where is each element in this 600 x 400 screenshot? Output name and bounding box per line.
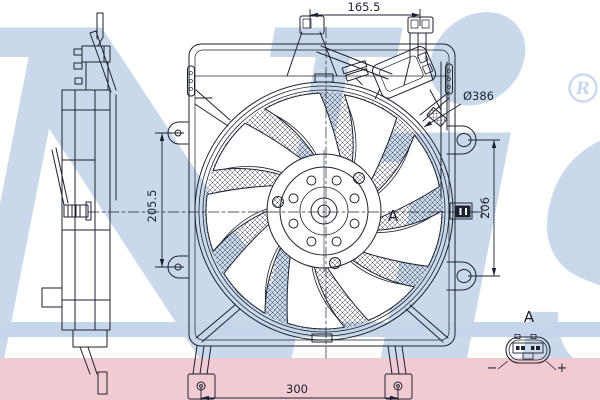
mount-block-left	[299, 15, 325, 35]
mounting-feet	[187, 345, 413, 400]
ring-clip-top	[314, 73, 334, 83]
dimension-top-width-value: 165.5	[348, 0, 381, 14]
registered-r-glyph: R	[575, 79, 590, 99]
top-mounts	[286, 15, 448, 199]
dimension-layer: 165.5 205.5 206 300 Ø386 A	[145, 0, 500, 400]
fan	[189, 73, 462, 350]
motor-connector-module	[372, 46, 437, 100]
connector-key	[522, 352, 534, 360]
frame-slot-right	[445, 63, 453, 95]
connector-detail: A − +	[487, 308, 568, 376]
mount-strut-left	[286, 31, 338, 77]
detail-label-a: A	[524, 308, 535, 326]
section-label-a: A	[388, 207, 399, 225]
dimension-bottom-width: 300	[200, 382, 399, 400]
dimension-fan-diameter: Ø386	[423, 89, 494, 128]
motor-hub	[266, 149, 382, 273]
dimension-bottom-width-value: 300	[286, 382, 308, 396]
hub-bolt-holes	[288, 175, 360, 247]
ring-clip-bottom	[311, 333, 333, 343]
dimension-right-height-value: 206	[478, 197, 492, 219]
polarity-minus-label: −	[487, 361, 498, 376]
dimension-fan-diameter-value: Ø386	[463, 89, 494, 103]
corner-rib-bottom-left	[195, 304, 241, 343]
connector-outline-inner	[508, 339, 548, 361]
dimension-left-height: 205.5	[145, 132, 184, 268]
connector-outline-outer	[505, 336, 551, 364]
corner-rib-top-left	[194, 89, 231, 127]
registered-trademark-icon: R	[568, 73, 598, 103]
dimension-left-height-value: 205.5	[145, 190, 159, 223]
mount-block-right	[407, 16, 434, 34]
polarity-plus-label: +	[557, 361, 568, 376]
side-clip	[449, 202, 483, 220]
centerlines	[87, 26, 479, 361]
watermark-pink-band	[0, 358, 600, 400]
dimension-right-height: 206	[468, 139, 500, 277]
dimension-top-width: 165.5	[309, 0, 421, 28]
support-arm	[316, 45, 393, 80]
mid-bracket	[341, 60, 369, 86]
side-view	[41, 12, 117, 395]
frame-slot-left	[187, 65, 195, 97]
corner-rib-bottom-right	[405, 304, 449, 343]
